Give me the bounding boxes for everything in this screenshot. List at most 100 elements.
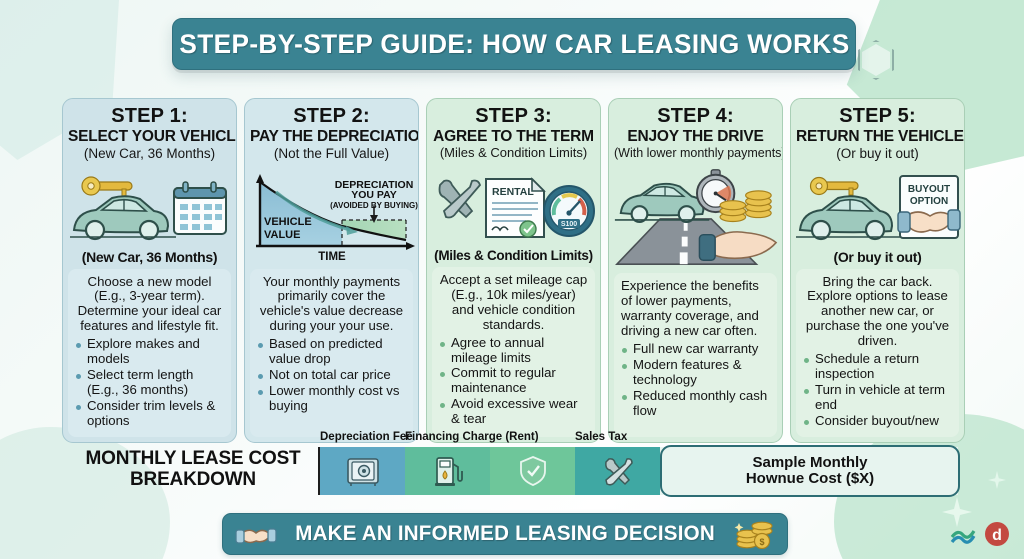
- svg-text:TIME: TIME: [318, 251, 346, 262]
- step-number-3: STEP 3:: [475, 105, 552, 127]
- list-item: Select term length (E.g., 36 months): [75, 367, 224, 398]
- step-description-1: Choose a new model (E.g., 3-year term). …: [77, 273, 222, 334]
- svg-text:(AVOIDED BY BUYING): (AVOIDED BY BUYING): [330, 201, 418, 210]
- step-body-4: Experience the benefits of lower payment…: [614, 273, 777, 437]
- step-header-1: STEP 1: SELECT YOUR VEHICLE (New Car, 36…: [63, 99, 236, 167]
- footer-text: MAKE AN INFORMED LEASING DECISION: [295, 522, 715, 545]
- monthly-cost-breakdown: MONTHLY LEASE COST BREAKDOWN Depreciatio…: [62, 431, 962, 501]
- step-artwork-1: [63, 167, 236, 249]
- step-subtitle-2: (Not the Full Value): [273, 146, 390, 162]
- step-number-1: STEP 1:: [111, 105, 188, 127]
- handshake-buyout-icon: BUYOUT OPTION: [896, 174, 961, 239]
- key-icon: [809, 176, 859, 196]
- wrenches-icon: [438, 179, 481, 219]
- coins-icon: [719, 190, 772, 223]
- cost-segment-label-financing: Financing Charge (Rent): [405, 431, 539, 443]
- list-item: Consider buyout/new: [803, 413, 952, 429]
- svg-text:BUYOUT: BUYOUT: [907, 184, 949, 195]
- page-title-banner: STEP-BY-STEP GUIDE: HOW CAR LEASING WORK…: [172, 18, 856, 70]
- cost-segment-label-depreciation: Depreciation Fee: [320, 431, 413, 443]
- coins-stack-icon: $: [734, 521, 773, 549]
- cost-total-line1: Sample Monthly: [752, 453, 868, 471]
- list-item: Schedule a return inspection: [803, 351, 952, 382]
- list-item: Turn in vehicle at term end: [803, 382, 952, 413]
- calendar-icon: [172, 180, 227, 235]
- step-bullets-1: Explore makes and models Select term len…: [75, 336, 224, 429]
- step-body-5: Bring the car back. Explore options to l…: [796, 268, 959, 437]
- cost-segment-sales-tax[interactable]: Sales Tax: [575, 431, 660, 495]
- step-title-4: ENJOY THE DRIVE: [627, 128, 764, 145]
- car-road-stopwatch-coins-illustration: [614, 169, 778, 266]
- step-body-2: Your monthly payments primarily cover th…: [250, 268, 413, 437]
- list-item: Agree to annual mileage limits: [439, 335, 588, 366]
- step-description-3: Accept a set mileage cap (E.g., 10k mile…: [439, 271, 588, 332]
- step-number-2: STEP 2:: [293, 105, 370, 127]
- step-subtitle-3: (Miles & Condition Limits): [439, 145, 588, 161]
- cost-bar: Depreciation Fee Financing Charge (Rent): [318, 431, 960, 497]
- list-item: Avoid excessive wear & tear: [439, 396, 588, 427]
- step-subtitle-1: (New Car, 36 Months): [83, 146, 216, 162]
- step-title-1: SELECT YOUR VEHICLE: [68, 128, 237, 145]
- cost-segment-insurance[interactable]: [490, 447, 575, 495]
- step-card-3[interactable]: STEP 3: AGREE TO THE TERM (Miles & Condi…: [426, 98, 601, 443]
- svg-text:DEPRECIATION: DEPRECIATION: [334, 179, 413, 191]
- svg-text:d: d: [992, 527, 1002, 544]
- step-caption-1: (New Car, 36 Months): [81, 248, 218, 265]
- svg-text:S100: S100: [560, 221, 576, 228]
- odometer-icon: S100: [542, 184, 595, 237]
- cost-segment-depreciation[interactable]: Depreciation Fee: [320, 431, 413, 495]
- step-artwork-3: RENTAL: [427, 166, 600, 248]
- list-item: Commit to regular maintenance: [439, 366, 588, 396]
- fuel-pump-icon: [434, 457, 463, 486]
- step-description-4: Experience the benefits of lower payment…: [621, 278, 759, 339]
- list-item: Based on predicted value drop: [257, 336, 406, 367]
- step-header-3: STEP 3: AGREE TO THE TERM (Miles & Condi…: [427, 99, 600, 166]
- cost-segment-financing[interactable]: Financing Charge (Rent): [405, 431, 539, 495]
- wrenches-icon: [604, 458, 633, 486]
- svg-text:RENTAL: RENTAL: [492, 186, 534, 198]
- svg-text:VALUE: VALUE: [264, 229, 300, 241]
- safe-vault-icon: [346, 458, 379, 486]
- car-key-calendar-illustration: [69, 175, 227, 240]
- step-caption-5: (Or buy it out): [833, 248, 922, 265]
- brand-marks: d: [950, 521, 1010, 547]
- step-subtitle-5: (Or buy it out): [836, 146, 919, 162]
- step-card-2[interactable]: STEP 2: PAY THE DEPRECIATION (Not the Fu…: [244, 98, 419, 443]
- handshake-icon: [235, 528, 277, 544]
- step-body-3: Accept a set mileage cap (E.g., 10k mile…: [432, 266, 595, 437]
- list-item: Full new car warranty: [621, 341, 770, 357]
- list-item: Consider trim levels & options: [75, 398, 224, 429]
- step-header-4: STEP 4: ENJOY THE DRIVE (With lower mont…: [609, 99, 782, 165]
- sample-monthly-cost-badge: Sample Monthly Hownue Cost ($X): [660, 445, 960, 497]
- depreciation-curve-chart: VEHICLE VALUE DEPRECIATION YOU PAY (AVOI…: [255, 173, 418, 262]
- svg-text:YOU PAY: YOU PAY: [351, 189, 397, 201]
- step-description-5: Bring the car back. Explore options to l…: [805, 273, 950, 349]
- steps-row: STEP 1: SELECT YOUR VEHICLE (New Car, 36…: [62, 98, 965, 443]
- step-card-1[interactable]: STEP 1: SELECT YOUR VEHICLE (New Car, 36…: [62, 98, 237, 443]
- cost-segment-label-sales-tax: Sales Tax: [575, 431, 628, 443]
- step-caption-2: [245, 265, 418, 269]
- key-car-buyout-handshake-illustration: BUYOUT OPTION: [795, 174, 961, 240]
- step-caption-3: (Miles & Condition Limits): [434, 247, 593, 263]
- step-description-2: Your monthly payments primarily cover th…: [259, 273, 404, 334]
- step-title-3: AGREE TO THE TERM: [433, 128, 594, 145]
- step-number-5: STEP 5:: [839, 105, 916, 127]
- step-header-5: STEP 5: RETURN THE VEHICLE (Or buy it ou…: [791, 99, 964, 167]
- footer-banner: MAKE AN INFORMED LEASING DECISION $: [222, 513, 788, 555]
- step-bullets-5: Schedule a return inspection Turn in veh…: [803, 351, 952, 429]
- breakdown-heading-line2: BREAKDOWN: [130, 468, 256, 490]
- step-bullets-2: Based on predicted value drop Not on tot…: [257, 336, 406, 414]
- key-icon: [80, 175, 133, 197]
- step-artwork-5: BUYOUT OPTION: [791, 167, 964, 249]
- step-artwork-4: [609, 165, 782, 269]
- step-header-2: STEP 2: PAY THE DEPRECIATION (Not the Fu…: [245, 99, 418, 167]
- step-artwork-2: VEHICLE VALUE DEPRECIATION YOU PAY (AVOI…: [245, 167, 418, 265]
- car-icon: [795, 194, 900, 240]
- step-card-4[interactable]: STEP 4: ENJOY THE DRIVE (With lower mont…: [608, 98, 783, 443]
- step-card-5[interactable]: STEP 5: RETURN THE VEHICLE (Or buy it ou…: [790, 98, 965, 443]
- hexagon-outline-icon: [858, 40, 894, 80]
- cost-total-line2: Hownue Cost ($X): [745, 470, 875, 487]
- breakdown-heading: MONTHLY LEASE COST BREAKDOWN: [68, 448, 318, 490]
- step-title-2: PAY THE DEPRECIATION: [250, 128, 419, 145]
